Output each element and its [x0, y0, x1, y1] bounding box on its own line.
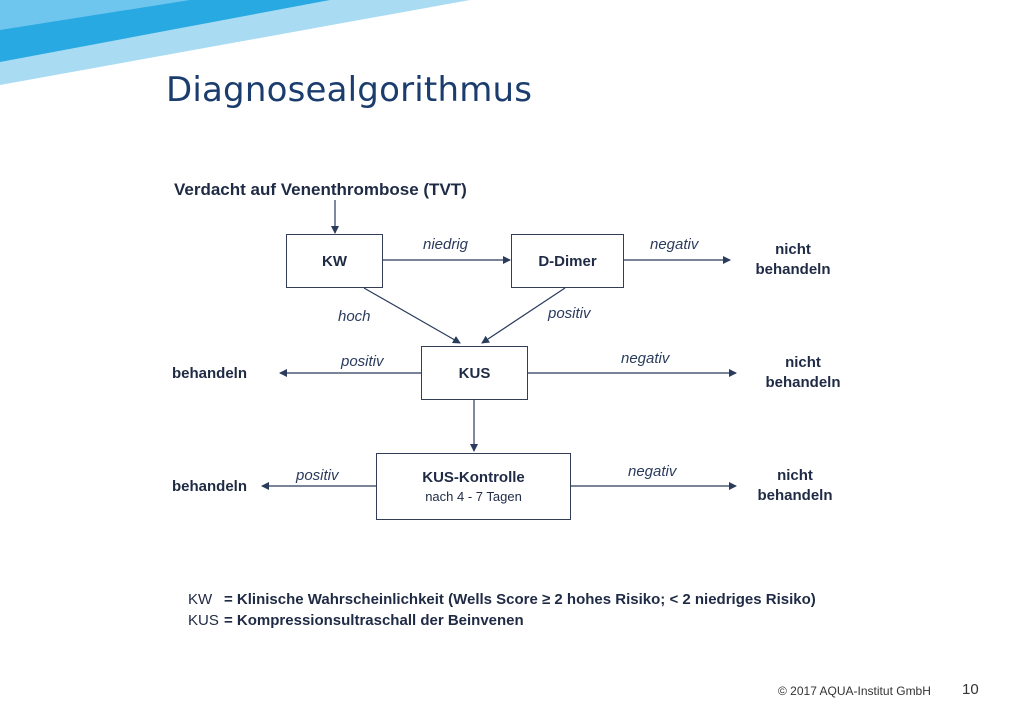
legend-kw-text: = Klinische Wahrscheinlichkeit (Wells Sc…: [224, 591, 816, 608]
slide-banner: [0, 0, 470, 85]
legend-kw: KW = Klinische Wahrscheinlichkeit (Wells …: [188, 591, 816, 608]
outcome-3-line2: behandeln: [765, 374, 841, 391]
start-label: Verdacht auf Venenthrombose (TVT): [174, 180, 467, 199]
node-kw-label: KW: [322, 252, 347, 270]
outcome-3-line1: nicht: [785, 354, 821, 371]
node-ddimer-label: D-Dimer: [538, 252, 597, 270]
node-kus-label: KUS: [458, 364, 491, 382]
edge-label-positiv-3: positiv: [296, 467, 339, 484]
outcome-5-line2: behandeln: [757, 487, 833, 504]
edge-label-negativ-3: negativ: [628, 463, 677, 480]
footer-copyright: © 2017 AQUA-Institut GmbH: [778, 684, 931, 698]
edge-label-negativ-2: negativ: [621, 350, 670, 367]
outcome-1-line1: nicht: [775, 241, 811, 258]
outcome-behandeln-1: behandeln: [172, 365, 248, 382]
node-kontrolle-subtitle: nach 4 - 7 Tagen: [425, 489, 522, 504]
edge-label-positiv-1: positiv: [548, 305, 591, 322]
legend-kw-abbr: KW: [188, 591, 213, 608]
outcome-nicht-behandeln-1: nicht behandeln: [748, 240, 838, 280]
page-number: 10: [962, 681, 979, 698]
legend-kus-abbr: KUS: [188, 612, 219, 629]
node-ddimer: D-Dimer: [511, 234, 624, 288]
edge-label-positiv-2: positiv: [341, 353, 384, 370]
node-kontrolle-title: KUS-Kontrolle: [422, 469, 525, 486]
slide-title: Diagnosealgorithmus: [166, 70, 533, 110]
node-kw: KW: [286, 234, 383, 288]
legend-kus-text: = Kompressionsultraschall der Beinvenen: [224, 612, 524, 629]
edge-label-hoch: hoch: [338, 308, 371, 325]
outcome-5-line1: nicht: [777, 467, 813, 484]
edge-label-negativ-1: negativ: [650, 236, 699, 253]
legend-kus: KUS = Kompressionsultraschall der Beinven…: [188, 612, 524, 629]
edge-label-niedrig: niedrig: [423, 236, 469, 253]
node-kus-kontrolle: KUS-Kontrolle nach 4 - 7 Tagen: [376, 453, 571, 520]
outcome-behandeln-2: behandeln: [172, 478, 248, 495]
outcome-nicht-behandeln-3: nicht behandeln: [750, 466, 840, 506]
node-kus: KUS: [421, 346, 528, 400]
outcome-1-line2: behandeln: [755, 261, 831, 278]
arrow-ddimer-to-kus: [481, 287, 566, 344]
arrow-kw-to-kus: [363, 287, 461, 344]
outcome-nicht-behandeln-2: nicht behandeln: [758, 353, 848, 393]
